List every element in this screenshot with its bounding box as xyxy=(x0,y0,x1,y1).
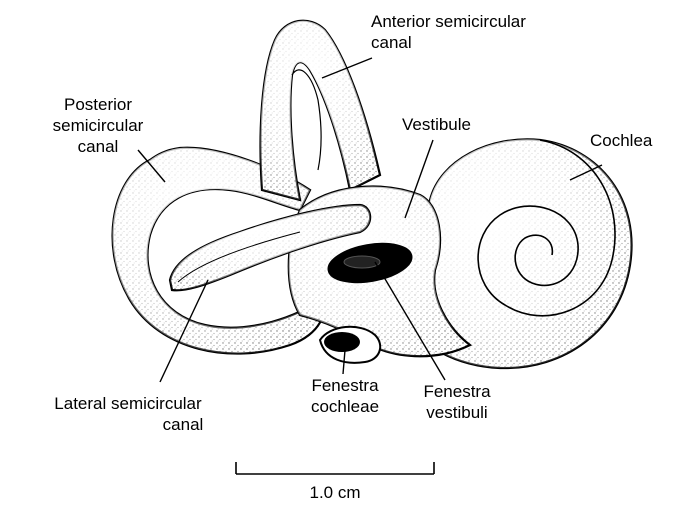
fenestra-cochleae xyxy=(320,327,380,363)
label-lateral-semicircular-canal: Lateral semicircular canal xyxy=(18,393,238,435)
scale-bar xyxy=(236,462,434,474)
anterior-semicircular-canal xyxy=(261,21,380,200)
label-line: 1.0 cm xyxy=(285,482,385,503)
label-anterior-semicircular-canal: Anterior semicircular canal xyxy=(371,11,526,53)
label-line: semicircular xyxy=(38,115,158,136)
label-line: Anterior semicircular xyxy=(371,11,526,32)
scale-bar-label: 1.0 cm xyxy=(285,482,385,503)
label-line: Fenestra xyxy=(392,381,522,402)
label-line: canal xyxy=(18,414,238,435)
label-posterior-semicircular-canal: Posterior semicircular canal xyxy=(38,94,158,157)
label-cochlea: Cochlea xyxy=(590,130,652,151)
label-fenestra-vestibuli: Fenestra vestibuli xyxy=(392,381,522,423)
label-line: Cochlea xyxy=(590,130,652,151)
label-vestibule: Vestibule xyxy=(402,114,471,135)
label-line: Vestibule xyxy=(402,114,471,135)
label-line: Lateral semicircular xyxy=(18,393,238,414)
label-line: Posterior xyxy=(38,94,158,115)
label-line: canal xyxy=(38,136,158,157)
label-line: canal xyxy=(371,32,526,53)
label-line: vestibuli xyxy=(392,402,522,423)
